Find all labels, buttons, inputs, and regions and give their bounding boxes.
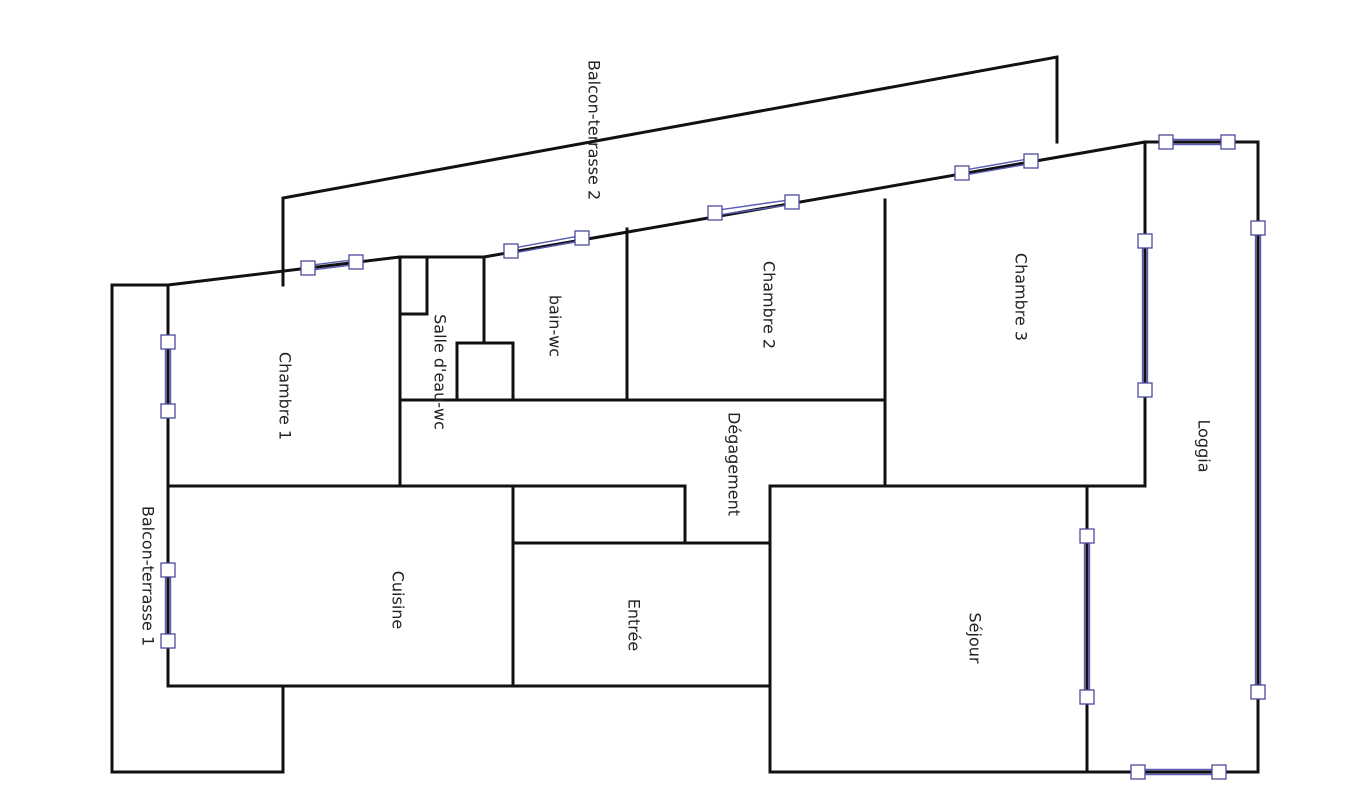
window-end-marker — [160, 633, 176, 649]
window-chambre-3 — [954, 153, 1039, 181]
window-rail-inner — [714, 198, 792, 212]
window-end-marker — [1023, 153, 1039, 169]
window-start-marker — [160, 334, 176, 350]
label-cuisine: Cuisine — [388, 570, 408, 630]
window-start-marker — [954, 165, 970, 181]
window-sejour-loggia — [1079, 528, 1095, 705]
window-loggia-bottom — [1130, 764, 1227, 780]
label-balcon-terrasse-1: Balcon-terrasse 1 — [138, 505, 158, 647]
sejour-outline-wall — [768, 484, 1089, 774]
windows — [160, 134, 1266, 780]
window-start-marker — [707, 205, 723, 221]
window-end-marker — [1250, 684, 1266, 700]
window-end-marker — [784, 194, 800, 210]
window-end-marker — [1079, 689, 1095, 705]
label-salle-d-eau-wc: Salle d'eau-wc — [430, 314, 450, 430]
window-rail-outer — [962, 162, 1032, 177]
window-chambre-3-loggia — [1137, 233, 1153, 398]
window-start-marker — [503, 243, 519, 259]
window-balcon-1-left — [160, 562, 176, 649]
window-start-marker — [1079, 528, 1095, 544]
label-chambre-3: Chambre 3 — [1011, 252, 1031, 342]
window-chambre-2 — [707, 194, 800, 221]
label-chambre-1: Chambre 1 — [275, 351, 295, 441]
balcony-1-outline-wall — [110, 283, 285, 774]
window-loggia-top — [1158, 134, 1236, 150]
balcony-2-outline-wall — [281, 55, 1059, 287]
window-bain-wc — [503, 230, 590, 259]
label-degagement: Dégagement — [724, 412, 744, 516]
window-start-marker — [1250, 220, 1266, 236]
label-loggia: Loggia — [1194, 419, 1214, 473]
window-chambre-1-left — [160, 334, 176, 419]
window-chambre-1-top — [300, 254, 364, 276]
window-end-marker — [1137, 382, 1153, 398]
window-rail-outer — [308, 263, 357, 272]
label-entree: Entrée — [624, 598, 644, 652]
window-start-marker — [1130, 764, 1146, 780]
window-rail-inner — [510, 234, 582, 250]
walls — [110, 55, 1260, 774]
window-rail-outer — [511, 239, 583, 255]
label-balcon-terrasse-2: Balcon-terrasse 2 — [584, 59, 604, 201]
window-end-marker — [1220, 134, 1236, 150]
window-end-marker — [348, 254, 364, 270]
bathtub-outline — [455, 341, 515, 402]
window-loggia-right — [1250, 220, 1266, 700]
window-start-marker — [1158, 134, 1174, 150]
window-end-marker — [574, 230, 590, 246]
label-chambre-2: Chambre 2 — [759, 260, 779, 350]
window-end-marker — [1211, 764, 1227, 780]
salle-d-eau-cupboard — [398, 255, 429, 316]
window-start-marker — [1137, 233, 1153, 249]
window-rail-outer — [715, 203, 793, 217]
window-start-marker — [300, 260, 316, 276]
label-bain-wc: bain-wc — [545, 294, 565, 358]
window-rail-inner — [961, 157, 1031, 172]
window-rail-inner — [307, 258, 356, 267]
window-end-marker — [160, 403, 176, 419]
window-start-marker — [160, 562, 176, 578]
label-sejour: Séjour — [965, 612, 985, 664]
